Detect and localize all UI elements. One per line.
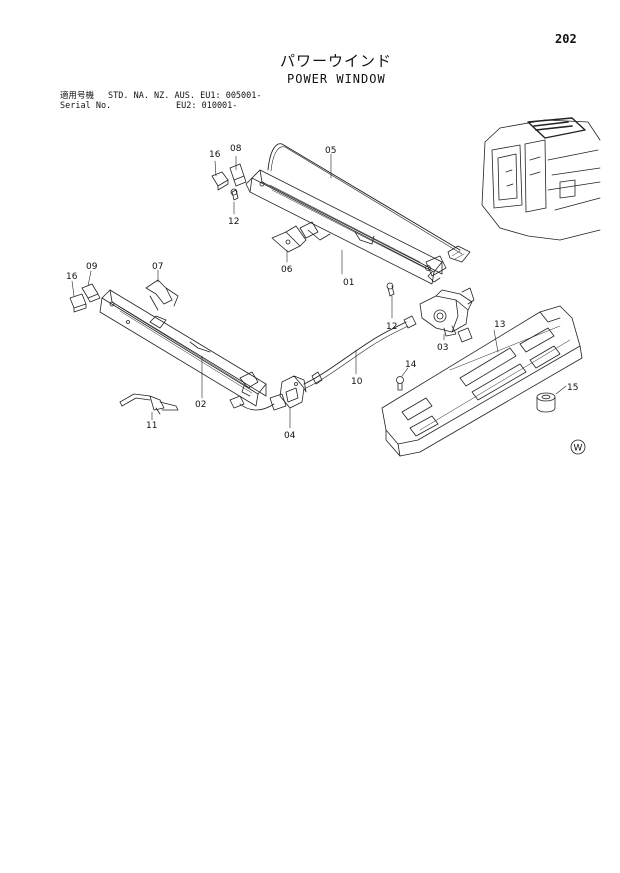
callout-04: 04: [284, 431, 296, 441]
part-10-cable: [303, 315, 417, 389]
upper-regulator-assembly: [245, 143, 471, 285]
callout-16-lower: 16: [66, 272, 78, 282]
callout-14: 14: [405, 360, 417, 370]
applicable-value: STD. NA. NZ. AUS. EU1: 005001-: [108, 91, 262, 101]
page-number: 202: [555, 32, 577, 46]
callout-15: 15: [567, 383, 578, 393]
part-07-bracket: [145, 279, 179, 311]
callout-09: 09: [86, 262, 98, 272]
page-title-english: POWER WINDOW: [287, 72, 386, 86]
part-11-crank-handle: [119, 393, 179, 415]
callout-07: 07: [152, 262, 163, 272]
callout-16-upper: 16: [209, 150, 221, 160]
callout-03: 03: [437, 343, 448, 353]
applicable-label: 適用号機: [60, 91, 95, 101]
callout-05: 05: [325, 146, 336, 156]
callout-12-lower: 12: [386, 322, 397, 332]
callout-08: 08: [230, 144, 242, 154]
part-16-09-lower-clips: [69, 283, 101, 313]
part-14-bolt: [396, 376, 404, 391]
serial-value: EU2: 010001-: [176, 101, 238, 111]
callout-01: 01: [343, 278, 354, 288]
cab-inset-illustration: [481, 117, 601, 241]
callout-02: 02: [195, 400, 206, 410]
part-04-switch-assembly: [229, 375, 307, 411]
callout-12-upper: 12: [228, 217, 239, 227]
leader-lines: [71, 153, 567, 429]
page-title-japanese: パワーウインド: [280, 52, 393, 70]
callout-06: 06: [281, 265, 293, 275]
part-03-motor: [386, 282, 475, 343]
lower-regulator-assembly: [99, 289, 267, 407]
serial-label: Serial No.: [60, 101, 112, 111]
callout-13: 13: [494, 320, 505, 330]
callout-11: 11: [146, 421, 157, 431]
callout-10: 10: [351, 377, 363, 387]
callout-labels: 01 02 03 04 05 06 07 08 09 10 11 12 12 1…: [66, 144, 578, 441]
part-06-bracket: [271, 225, 307, 253]
part-16-08-upper-clips: [211, 163, 247, 201]
w-symbol-letter: W: [574, 444, 583, 454]
w-symbol: W: [570, 439, 586, 455]
part-13-base-plate: [381, 305, 583, 457]
part-15-cushion: [536, 392, 556, 413]
